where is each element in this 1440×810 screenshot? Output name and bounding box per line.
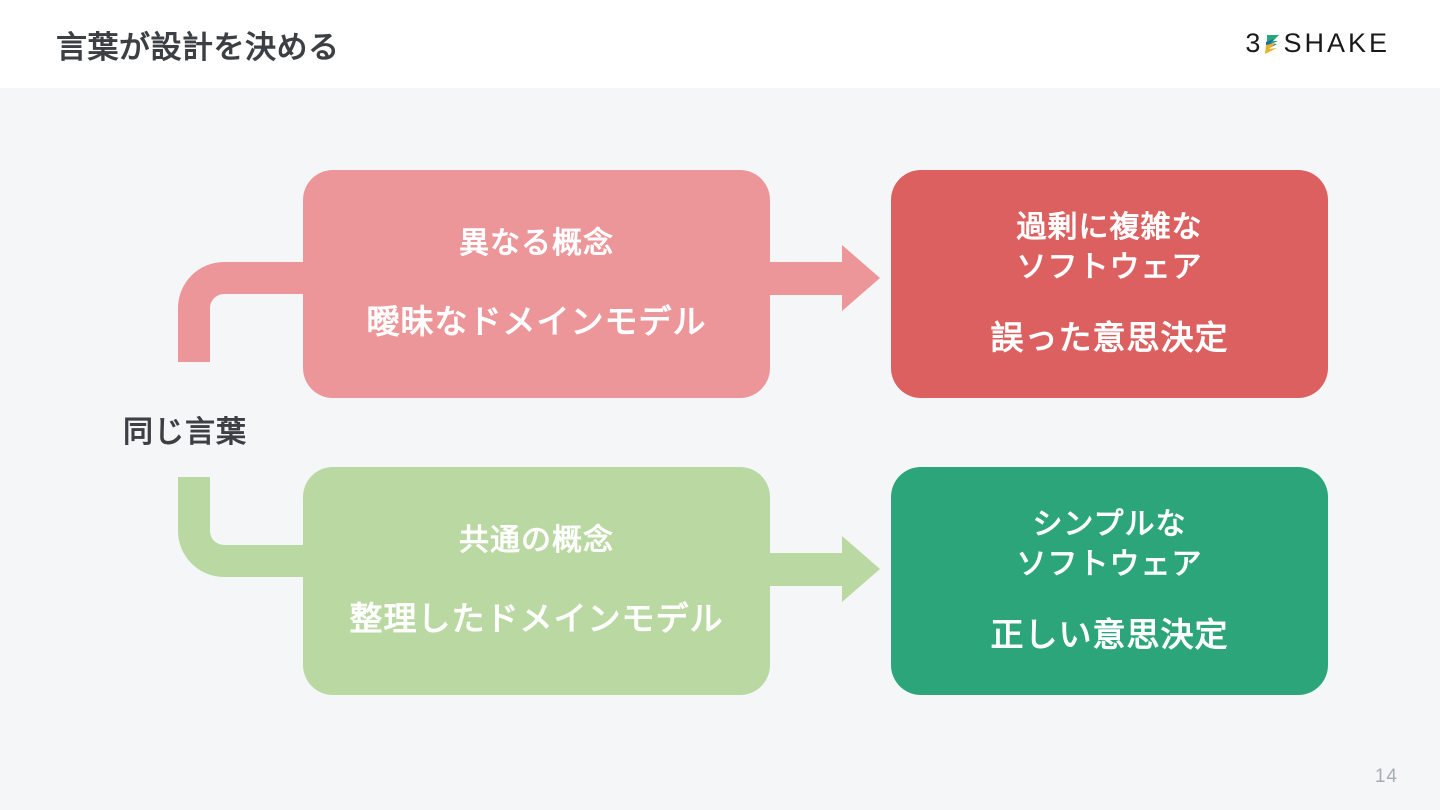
logo-mark-icon: [1264, 33, 1281, 55]
connector-elbow-bottom: [178, 477, 323, 577]
page-title: 言葉が設計を決める: [56, 30, 340, 65]
effect-primary-group-bottom: シンプルな ソフトウェア: [1017, 505, 1203, 585]
arrow-shaft-bottom: [757, 553, 845, 586]
cause-box-top: 異なる概念 曖昧なドメインモデル: [303, 170, 770, 398]
cause-box-bottom: 共通の概念 整理したドメインモデル: [303, 467, 770, 695]
connector-elbow-top: [178, 262, 323, 362]
diagram-left-label: 同じ言葉: [123, 416, 247, 449]
arrow-shaft-top: [757, 262, 845, 295]
cause-secondary-text-top: 曖昧なドメインモデル: [366, 303, 707, 341]
effect-box-top: 過剰に複雑な ソフトウェア 誤った意思決定: [891, 170, 1328, 398]
arrow-head-bottom: [842, 536, 880, 602]
effect-secondary-text-top: 誤った意思決定: [990, 319, 1229, 357]
effect-secondary-text-bottom: 正しい意思決定: [990, 616, 1229, 654]
logo-prefix-text: 3: [1245, 27, 1262, 58]
brand-logo: 3 SHAKE: [1245, 26, 1390, 60]
effect-box-bottom: シンプルな ソフトウェア 正しい意思決定: [891, 467, 1328, 695]
effect-primary-line2-top: ソフトウェア: [1016, 250, 1203, 284]
slide-header: 言葉が設計を決める 3 SHAKE: [0, 0, 1440, 88]
page-number: 14: [1374, 766, 1398, 787]
effect-primary-line1-top: 過剰に複雑な: [1016, 210, 1203, 244]
arrow-right-icon-top: [757, 245, 880, 311]
effect-primary-group-top: 過剰に複雑な ソフトウェア: [1017, 208, 1203, 288]
logo-name-text: SHAKE: [1283, 27, 1390, 58]
arrow-right-icon-bottom: [757, 536, 880, 602]
cause-secondary-text-bottom: 整理したドメインモデル: [349, 600, 724, 638]
effect-primary-line1-bottom: シンプルな: [1032, 507, 1187, 541]
cause-primary-text-top: 異なる概念: [459, 227, 614, 261]
cause-primary-text-bottom: 共通の概念: [459, 524, 614, 558]
effect-primary-line2-bottom: ソフトウェア: [1016, 547, 1203, 581]
arrow-head-top: [842, 245, 880, 311]
